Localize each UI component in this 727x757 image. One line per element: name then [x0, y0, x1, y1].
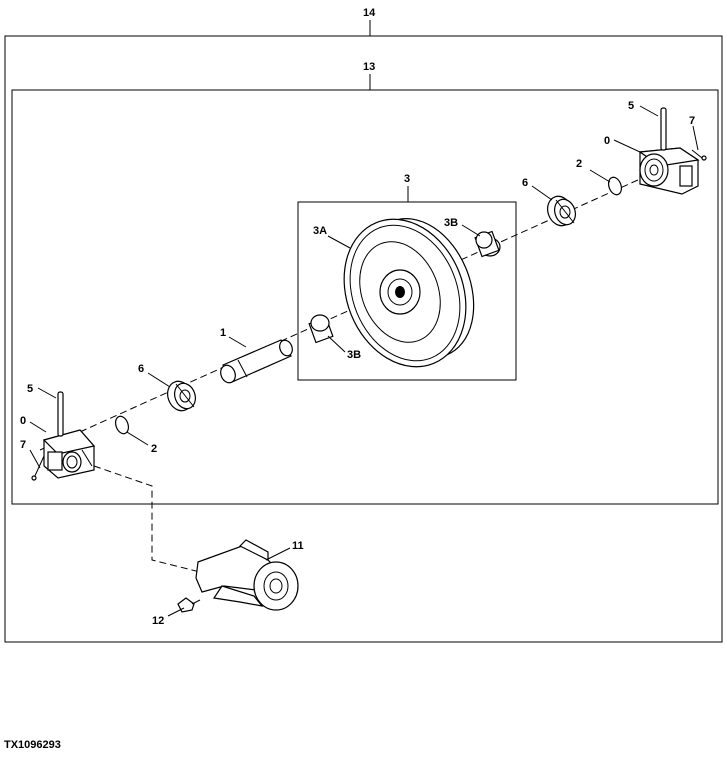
bushing-3b-top	[474, 230, 501, 258]
callout-7-right: 7	[689, 115, 695, 127]
o-ring-2-right	[607, 176, 623, 196]
callout-12: 12	[152, 615, 164, 627]
callout-0-right: 0	[604, 135, 610, 147]
yoke-11	[195, 539, 299, 611]
callout-14: 14	[363, 7, 376, 19]
callout-1: 1	[220, 327, 226, 339]
callout-5-left: 5	[27, 383, 33, 395]
callout-3a: 3A	[313, 225, 327, 237]
callout-5-right: 5	[628, 100, 634, 112]
idler-wheel-box-3	[297, 201, 517, 381]
shaft-1	[220, 339, 293, 384]
lock-7-left	[31, 455, 45, 481]
pin-5-left	[57, 391, 64, 437]
bracket-0-left	[42, 429, 96, 479]
callout-13: 13	[363, 61, 375, 73]
nut-6-right	[547, 195, 576, 227]
callout-3: 3	[404, 173, 410, 185]
assembly-frame-14	[4, 35, 723, 643]
callout-7-left: 7	[20, 439, 26, 451]
dashed-connector	[93, 465, 201, 573]
callout-2-left: 2	[151, 443, 157, 455]
bushing-3b-bottom	[308, 314, 334, 344]
o-ring-2-left	[114, 415, 130, 435]
nut-6-left	[167, 380, 196, 412]
idler-wheel-3a	[343, 218, 475, 368]
callout-11: 11	[292, 540, 304, 552]
callout-2-right: 2	[576, 158, 582, 170]
callout-0-left: 0	[20, 415, 26, 427]
callout-3b-bottom: 3B	[347, 349, 361, 361]
callout-6-left: 6	[138, 363, 144, 375]
figure-id: TX1096293	[4, 739, 61, 751]
lock-7-right	[691, 149, 707, 161]
pin-5-right	[660, 107, 667, 151]
callout-6-right: 6	[522, 177, 528, 189]
assembly-frame-13	[11, 89, 719, 505]
bracket-0-right	[638, 147, 700, 195]
callout-3b-top: 3B	[444, 217, 458, 229]
